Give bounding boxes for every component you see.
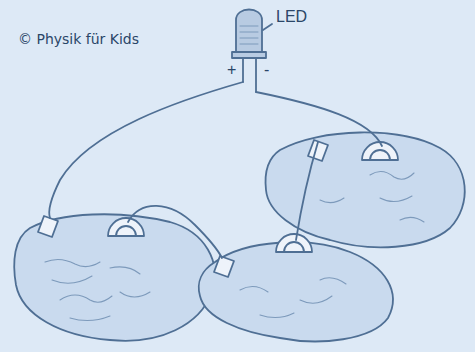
copper-electrode <box>276 234 312 252</box>
led-leg <box>255 58 257 92</box>
copper-electrode <box>108 218 144 236</box>
led-rim <box>232 52 266 58</box>
part-label: LED <box>276 9 307 25</box>
polarity-sign: - <box>264 62 269 78</box>
polarity-sign: + <box>227 62 236 78</box>
wire <box>296 142 318 240</box>
zinc-electrode <box>214 256 234 277</box>
zinc-electrode <box>38 216 58 237</box>
wire <box>128 206 222 258</box>
copyright-note: © Physik für Kids <box>18 32 139 46</box>
potato <box>199 242 393 341</box>
leader-line <box>263 24 272 30</box>
copper-electrode <box>362 142 398 160</box>
led-body <box>236 10 262 53</box>
potato <box>266 132 465 247</box>
led-leg <box>242 58 244 82</box>
potato <box>14 214 215 340</box>
wire <box>49 82 243 218</box>
wire <box>256 92 382 146</box>
